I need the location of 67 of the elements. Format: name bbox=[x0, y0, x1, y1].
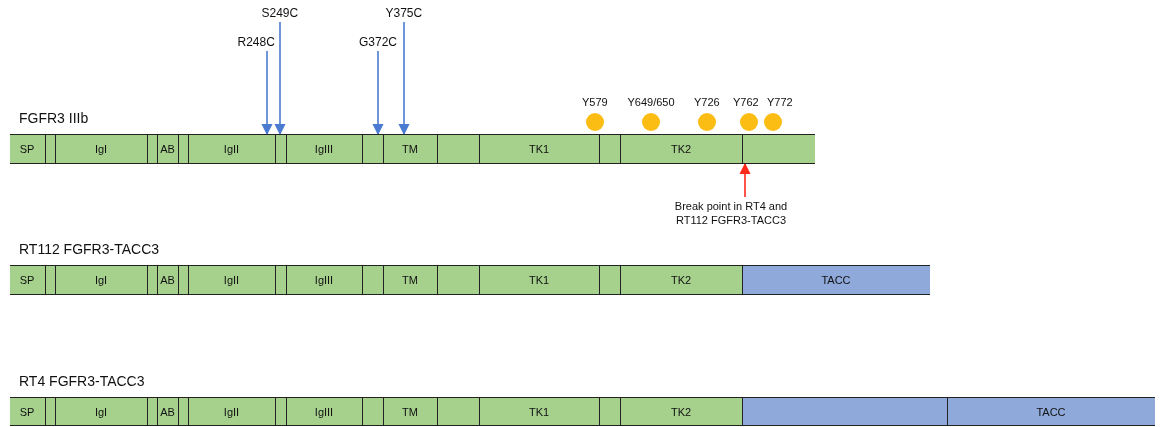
domain-segment: IgIII bbox=[286, 135, 363, 163]
domain-segment: TK1 bbox=[479, 398, 600, 425]
arrow bbox=[398, 21, 410, 136]
domain-segment: TK2 bbox=[620, 135, 743, 163]
domain-segment bbox=[275, 135, 287, 163]
domain-segment: TM bbox=[383, 135, 438, 163]
domain-segment bbox=[45, 398, 56, 425]
domain-segment: IgI bbox=[55, 266, 148, 294]
domain-segment bbox=[742, 135, 815, 163]
domain-segment: TK1 bbox=[479, 266, 600, 294]
domain-segment: IgIII bbox=[286, 266, 363, 294]
domain-segment: AB bbox=[157, 266, 179, 294]
track-title: FGFR3 IIIb bbox=[19, 110, 89, 126]
arrow bbox=[261, 50, 273, 136]
domain-segment bbox=[599, 135, 621, 163]
domain-segment bbox=[362, 135, 384, 163]
domain-segment: IgI bbox=[55, 135, 148, 163]
site-label: Y579 bbox=[582, 96, 608, 108]
track-title: RT4 FGFR3-TACC3 bbox=[19, 373, 145, 389]
domain-segment bbox=[45, 135, 56, 163]
mutation-label: G372C bbox=[359, 35, 398, 49]
domain-segment: AB bbox=[157, 398, 179, 425]
domain-segment bbox=[178, 135, 189, 163]
domain-segment bbox=[178, 398, 189, 425]
arrow bbox=[372, 50, 384, 136]
domain-segment bbox=[147, 135, 158, 163]
domain-segment: TK1 bbox=[479, 135, 600, 163]
domain-segment: TK2 bbox=[620, 398, 743, 425]
domain-segment: AB bbox=[157, 135, 179, 163]
domain-segment: IgIII bbox=[286, 398, 363, 425]
annotation-text: Break point in RT4 and RT112 FGFR3-TACC3 bbox=[665, 199, 797, 227]
domain-segment bbox=[437, 398, 480, 425]
domain-segment bbox=[599, 266, 621, 294]
domain-segment: SP bbox=[9, 135, 46, 163]
domain-segment bbox=[742, 398, 948, 425]
domain-segment: SP bbox=[9, 266, 46, 294]
track-title: RT112 FGFR3-TACC3 bbox=[19, 241, 160, 257]
domain-segment bbox=[147, 266, 158, 294]
domain-segment: TACC bbox=[742, 266, 930, 294]
domain-segment: IgII bbox=[188, 135, 276, 163]
domain-segment bbox=[147, 398, 158, 425]
domain-segment: TM bbox=[383, 398, 438, 425]
mutation-label: S249C bbox=[261, 6, 299, 20]
domain-segment: TACC bbox=[947, 398, 1155, 425]
site-label: Y762 bbox=[733, 96, 759, 108]
domain-segment bbox=[362, 398, 384, 425]
domain-segment: TM bbox=[383, 266, 438, 294]
domain-segment bbox=[437, 135, 480, 163]
mutation-label: R248C bbox=[237, 35, 275, 49]
domain-segment bbox=[275, 266, 287, 294]
arrow bbox=[739, 162, 751, 198]
domain-segment bbox=[437, 266, 480, 294]
domain-segment bbox=[275, 398, 287, 425]
site-label: Y726 bbox=[694, 96, 720, 108]
domain-segment bbox=[599, 398, 621, 425]
arrow bbox=[274, 21, 286, 136]
domain-segment bbox=[45, 266, 56, 294]
domain-segment bbox=[362, 266, 384, 294]
site-label: Y649/650 bbox=[627, 96, 675, 108]
domain-segment: IgI bbox=[55, 398, 148, 425]
domain-segment bbox=[178, 266, 189, 294]
mutation-label: Y375C bbox=[385, 6, 423, 20]
domain-segment: TK2 bbox=[620, 266, 743, 294]
domain-segment: IgII bbox=[188, 398, 276, 425]
domain-segment: SP bbox=[9, 398, 46, 425]
site-label: Y772 bbox=[767, 96, 793, 108]
domain-segment: IgII bbox=[188, 266, 276, 294]
